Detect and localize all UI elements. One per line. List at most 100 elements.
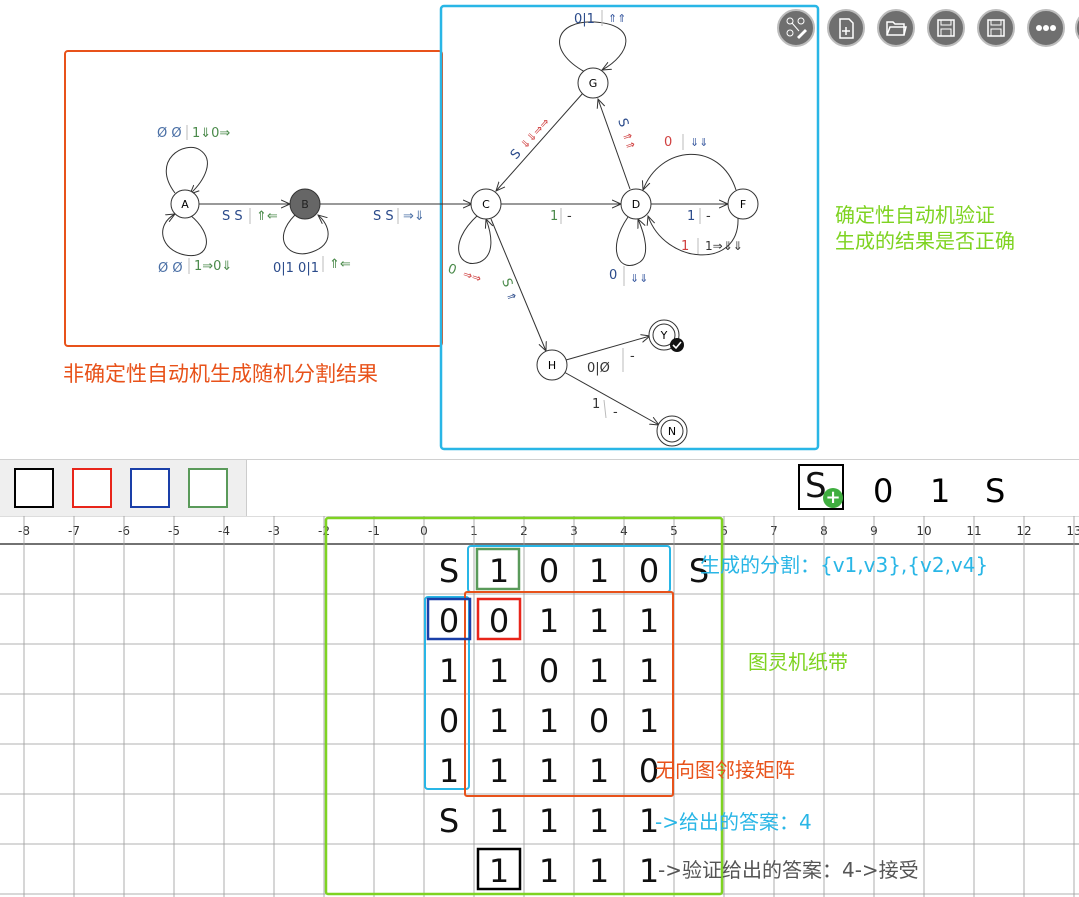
label-d-g-write: ⇑⇑ bbox=[619, 130, 637, 152]
edge-f-d-bottom bbox=[648, 216, 739, 256]
label-b-c-read: S S bbox=[373, 209, 394, 224]
tape-cell: 1 bbox=[539, 852, 559, 890]
state-d[interactable] bbox=[620, 188, 652, 220]
tape-cell: 1 bbox=[539, 602, 559, 640]
graph-edit-button[interactable] bbox=[777, 9, 815, 47]
save-button[interactable] bbox=[927, 9, 965, 47]
tape-cell: 1 bbox=[489, 852, 509, 890]
label-c-loop-write: ⇒⇒ bbox=[461, 267, 483, 285]
edge-a-loop-top bbox=[166, 146, 208, 194]
new-file-button[interactable] bbox=[827, 9, 865, 47]
tape-cell: 1 bbox=[539, 802, 559, 840]
label-d-f-write: - bbox=[706, 209, 711, 224]
label-a-loop-bottom-read: Ø Ø bbox=[158, 261, 183, 276]
state-y-accept-ring bbox=[652, 323, 676, 347]
edge-g-loop bbox=[559, 21, 627, 73]
state-f-label: F bbox=[740, 198, 746, 211]
edge-d-g bbox=[598, 99, 631, 190]
tape-cell: 0 bbox=[539, 652, 559, 690]
label-a-b-write: ⇑⇐ bbox=[256, 209, 278, 224]
state-b[interactable] bbox=[289, 188, 321, 220]
cursor-red bbox=[476, 597, 522, 641]
more-button[interactable] bbox=[1027, 9, 1065, 47]
state-y-label: Y bbox=[660, 329, 668, 342]
dfa-caption-line1: 确定性自动机验证 bbox=[835, 203, 995, 227]
edge-a-loop-bottom bbox=[162, 214, 207, 257]
state-d-label: D bbox=[632, 198, 640, 211]
tape-header-bg bbox=[0, 516, 1079, 544]
edge-b-loop bbox=[282, 215, 329, 255]
swatch-green[interactable] bbox=[188, 468, 228, 508]
open-folder-button[interactable] bbox=[877, 9, 915, 47]
dfa-frame bbox=[439, 4, 820, 451]
tape-cell: S bbox=[689, 552, 709, 590]
tape-cell: 1 bbox=[439, 752, 459, 790]
state-g[interactable] bbox=[577, 67, 609, 99]
tape-cell: 0 bbox=[439, 602, 459, 640]
symbol-1[interactable]: 1 bbox=[930, 472, 951, 510]
add-symbol-button[interactable]: S + bbox=[798, 464, 844, 510]
annotation-turing-tape: 图灵机纸带 bbox=[748, 650, 848, 674]
cursor-blue bbox=[426, 597, 472, 641]
state-h[interactable] bbox=[536, 349, 568, 381]
label-h-n-write: - bbox=[613, 405, 618, 420]
label-h-y-read: 0|Ø bbox=[587, 361, 610, 376]
tape-cell: 0 bbox=[639, 552, 659, 590]
nfa-frame bbox=[64, 50, 443, 347]
state-b-label: B bbox=[301, 198, 309, 211]
label-f-d-bottom-write: 1⇒⇓⇓ bbox=[705, 239, 743, 253]
save-as-button[interactable] bbox=[977, 9, 1015, 47]
state-g-label: G bbox=[589, 77, 598, 90]
label-a-loop-top-read: Ø Ø bbox=[157, 126, 182, 141]
annotation-verify: ->验证给出的答案：4->接受 bbox=[658, 858, 919, 882]
tape-cell: 1 bbox=[489, 702, 509, 740]
label-d-f-read: 1 bbox=[687, 209, 695, 224]
save-as-icon bbox=[987, 19, 1005, 37]
swatch-blue[interactable] bbox=[130, 468, 170, 508]
graph-edit-icon bbox=[786, 17, 807, 39]
label-a-loop-top-write: 1⇓0⇒ bbox=[192, 126, 230, 141]
tape-cell: 1 bbox=[589, 802, 609, 840]
annotation-partition: 生成的分割：{v1,v3},{v2,v4} bbox=[700, 553, 988, 577]
palette-bar: S + 0 1 S bbox=[0, 459, 1079, 516]
state-c[interactable] bbox=[470, 188, 502, 220]
tape-cell: 0 bbox=[589, 702, 609, 740]
label-c-loop-read: 0 bbox=[446, 262, 459, 279]
symbol-s[interactable]: S bbox=[985, 472, 1006, 510]
tape-frame bbox=[324, 516, 724, 896]
swatch-black[interactable] bbox=[14, 468, 54, 508]
label-d-loop-write: ⇓⇓ bbox=[630, 272, 648, 285]
matrix-box bbox=[464, 591, 674, 797]
edge-f-d-top bbox=[643, 153, 737, 190]
label-c-d-read: 1 bbox=[550, 209, 558, 224]
tape-cell: 1 bbox=[589, 652, 609, 690]
tape-header-cell: 13 bbox=[1066, 524, 1079, 538]
symbol-0[interactable]: 0 bbox=[873, 472, 894, 510]
label-c-g-read: S bbox=[508, 146, 525, 162]
tape-cell: 1 bbox=[489, 552, 509, 590]
state-a[interactable] bbox=[170, 189, 200, 219]
swatch-red[interactable] bbox=[72, 468, 112, 508]
tape-cell: 1 bbox=[639, 702, 659, 740]
state-f[interactable] bbox=[727, 188, 759, 220]
new-file-icon bbox=[839, 18, 854, 39]
check-icon bbox=[670, 338, 684, 352]
tape-cell: 1 bbox=[539, 752, 559, 790]
edge-c-h bbox=[490, 218, 546, 351]
tape-cell: 1 bbox=[489, 652, 509, 690]
tape-cell: 1 bbox=[589, 852, 609, 890]
label-f-d-top-read: 0 bbox=[664, 135, 672, 150]
state-n-label: N bbox=[668, 425, 676, 438]
label-d-loop-read: 0 bbox=[609, 268, 617, 283]
cursor-black bbox=[476, 847, 522, 891]
tape-cell: 0 bbox=[639, 752, 659, 790]
edge-d-loop bbox=[616, 216, 647, 266]
annotation-adjacency: 无向图邻接矩阵 bbox=[655, 758, 795, 782]
tape-cell: 0 bbox=[489, 602, 509, 640]
tape-cell: 1 bbox=[489, 802, 509, 840]
annotation-answer: ->给出的答案：4 bbox=[655, 810, 812, 834]
label-b-c-write: ⇒⇓ bbox=[403, 209, 425, 224]
tape-cell: S bbox=[439, 552, 459, 590]
tape-cell: 1 bbox=[589, 602, 609, 640]
